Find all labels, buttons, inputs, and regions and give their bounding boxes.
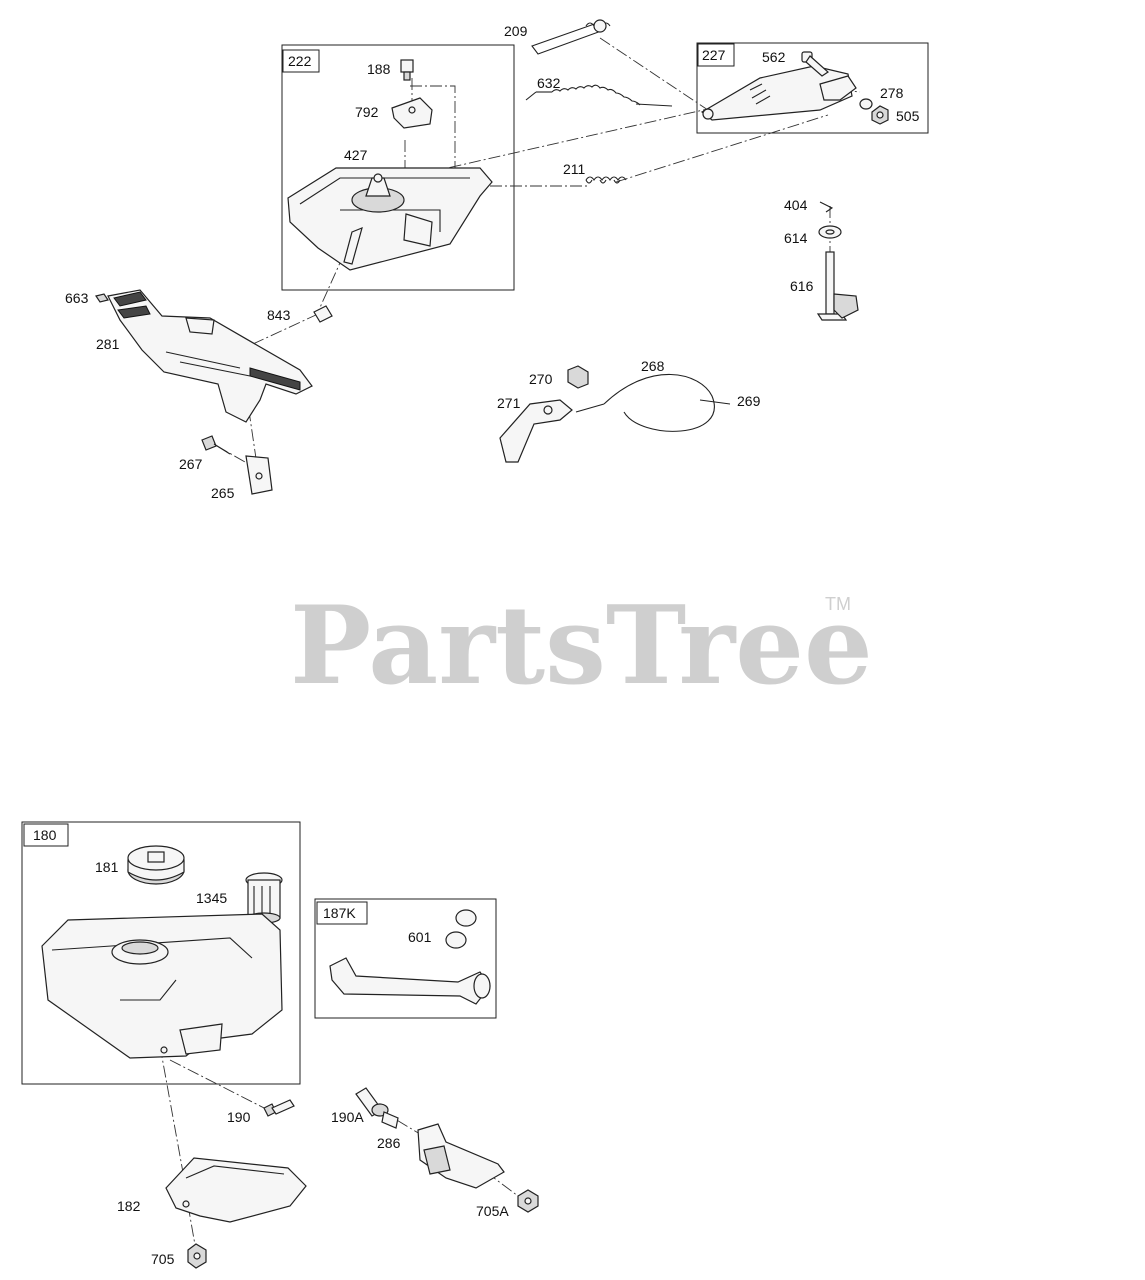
callout-614: 614 bbox=[784, 230, 808, 246]
group-box-187k bbox=[314, 898, 497, 1019]
part-211-spring bbox=[585, 176, 627, 184]
callout-632: 632 bbox=[537, 75, 561, 91]
callout-601: 601 bbox=[408, 929, 432, 945]
group-frames: 222 227 180 187K bbox=[21, 42, 929, 1085]
callout-270: 270 bbox=[529, 371, 553, 387]
group-label-180: 180 bbox=[33, 827, 57, 843]
part-209-link bbox=[531, 19, 611, 55]
callout-271: 271 bbox=[497, 395, 521, 411]
callout-792: 792 bbox=[355, 104, 379, 120]
part-267-screw bbox=[201, 435, 231, 455]
group-box-222 bbox=[281, 44, 515, 291]
part-182-shield bbox=[165, 1157, 307, 1223]
part-227-lever bbox=[700, 65, 857, 121]
callout-616: 616 bbox=[790, 278, 814, 294]
part-404-clip bbox=[819, 201, 834, 213]
part-278-washer bbox=[859, 98, 873, 110]
callout-267: 267 bbox=[179, 456, 203, 472]
part-286-bracket bbox=[417, 1123, 505, 1189]
part-180-fuel-tank bbox=[41, 913, 283, 1059]
part-190-bolt bbox=[263, 1099, 295, 1117]
callout-188: 188 bbox=[367, 61, 391, 77]
callout-181: 181 bbox=[95, 859, 119, 875]
group-tag-187k bbox=[316, 901, 368, 925]
callout-1345: 1345 bbox=[196, 890, 227, 906]
callout-427: 427 bbox=[344, 147, 368, 163]
part-270-nut bbox=[567, 365, 589, 389]
callout-labels: 209 188 792 427 632 562 278 505 211 404 … bbox=[65, 23, 920, 1267]
watermark-text: PartsTree bbox=[290, 583, 873, 709]
callout-281: 281 bbox=[96, 336, 120, 352]
part-616-shaft bbox=[816, 251, 859, 321]
part-705a-nut bbox=[517, 1189, 539, 1213]
group-tag-227 bbox=[697, 43, 735, 67]
part-265-clip bbox=[245, 455, 273, 495]
callout-663: 663 bbox=[65, 290, 89, 306]
part-705-nut bbox=[187, 1243, 207, 1269]
part-601-clamps bbox=[445, 909, 477, 949]
group-tag-180 bbox=[23, 823, 69, 847]
callout-268: 268 bbox=[641, 358, 665, 374]
part-843-sleeve bbox=[313, 305, 333, 323]
part-188-bolt bbox=[400, 59, 414, 81]
part-562-pin bbox=[801, 51, 829, 77]
part-281-air-guide bbox=[107, 289, 313, 423]
callout-843: 843 bbox=[267, 307, 291, 323]
part-187k-fuel-line bbox=[329, 957, 491, 1005]
callout-404: 404 bbox=[784, 197, 808, 213]
part-663-screw bbox=[95, 293, 109, 303]
callout-182: 182 bbox=[117, 1198, 141, 1214]
group-label-222: 222 bbox=[288, 53, 312, 69]
part-181-fuel-cap bbox=[127, 845, 185, 885]
callout-278: 278 bbox=[880, 85, 904, 101]
callout-505: 505 bbox=[896, 108, 920, 124]
callout-269: 269 bbox=[737, 393, 761, 409]
callout-190a: 190A bbox=[331, 1109, 364, 1125]
callout-190: 190 bbox=[227, 1109, 251, 1125]
group-label-227: 227 bbox=[702, 47, 726, 63]
group-tag-222 bbox=[282, 49, 320, 73]
group-box-227 bbox=[696, 42, 929, 134]
part-271-bracket bbox=[499, 399, 573, 463]
watermark-trademark: TM bbox=[825, 594, 851, 614]
callout-265: 265 bbox=[211, 485, 235, 501]
group-label-187k: 187K bbox=[323, 905, 356, 921]
part-268-cable bbox=[575, 373, 731, 432]
callout-562: 562 bbox=[762, 49, 786, 65]
group-box-180 bbox=[21, 821, 301, 1085]
callout-705a: 705A bbox=[476, 1203, 509, 1219]
part-505-nut bbox=[871, 105, 889, 125]
part-190a-fitting bbox=[355, 1087, 399, 1129]
callout-705: 705 bbox=[151, 1251, 175, 1267]
part-792-bracket bbox=[391, 97, 433, 129]
part-222-governor-plate bbox=[287, 167, 493, 271]
watermark: PartsTree TM bbox=[290, 583, 873, 709]
part-632-spring bbox=[525, 84, 673, 107]
part-614-washer bbox=[818, 225, 842, 239]
callout-286: 286 bbox=[377, 1135, 401, 1151]
callout-209: 209 bbox=[504, 23, 528, 39]
callout-211: 211 bbox=[563, 161, 586, 177]
